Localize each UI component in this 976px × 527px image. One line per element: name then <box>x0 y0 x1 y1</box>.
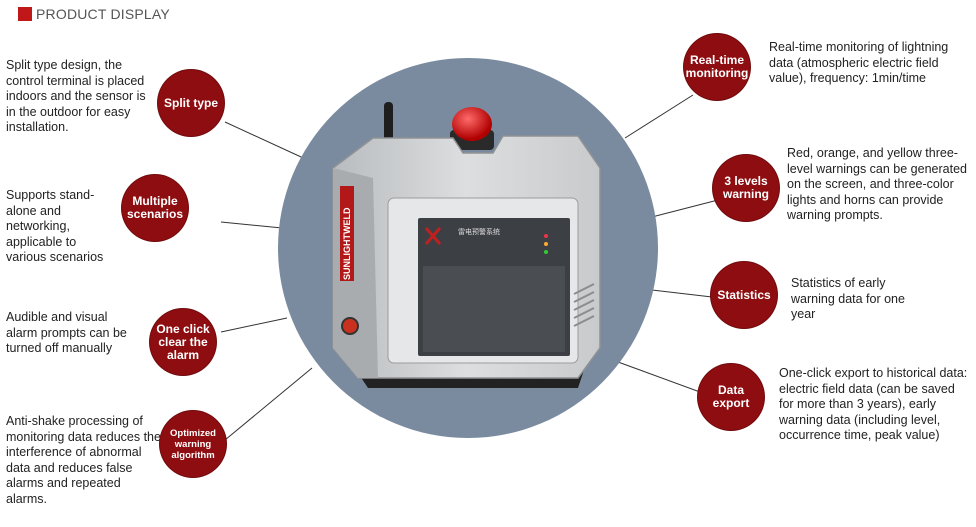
one-click-description: Audible and visual alarm prompts can be … <box>6 310 127 355</box>
data-export-badge: Data export <box>698 364 764 430</box>
real-time-label: Real-time monitoring <box>685 53 749 80</box>
one-click-badge: One click clear the alarm <box>150 309 216 375</box>
connector-data-export <box>617 361 701 393</box>
multiple-scenarios-label: Multiple scenarios <box>126 194 184 221</box>
device-brand: SUNLIGHTWELD <box>342 207 352 280</box>
section-title: PRODUCT DISPLAY <box>36 6 170 22</box>
statistics-badge: Statistics <box>711 262 777 328</box>
multiple-scenarios-description: Supports stand-alone and networking, app… <box>6 188 104 264</box>
header-marker <box>18 7 32 21</box>
warning-lamp <box>452 107 492 141</box>
three-levels-badge: 3 levels warning <box>713 155 779 221</box>
screen-title: 雷电预警系统 <box>458 227 500 236</box>
brand-stripe <box>340 186 354 281</box>
multiple-scenarios-badge: Multiple scenarios <box>122 175 188 241</box>
data-export-label: Data export <box>712 383 750 410</box>
three-levels-label: 3 levels warning <box>722 174 769 201</box>
product-image: SUNLIGHTWELD 雷电预警系统 <box>278 58 658 438</box>
split-type-badge: Split type <box>158 70 224 136</box>
one-click-label: One click clear the alarm <box>156 321 210 362</box>
data-export-description: One-click export to historical data: ele… <box>779 366 968 442</box>
connector-optimized <box>224 367 313 441</box>
statistics-description: Statistics of early warning data for one… <box>791 276 905 321</box>
split-type-description: Split type design, the control terminal … <box>6 58 146 134</box>
connector-statistics <box>651 289 713 298</box>
antenna <box>384 102 393 144</box>
three-levels-description: Red, orange, and yellow three-level warn… <box>787 146 967 222</box>
alarm-clear-button <box>341 317 359 335</box>
connector-one-click <box>220 317 288 333</box>
connector-three-levels <box>647 199 719 219</box>
split-type-label: Split type <box>163 95 218 110</box>
real-time-badge: Real-time monitoring <box>684 34 750 100</box>
statistics-label: Statistics <box>717 287 771 302</box>
optimized-badge: Optimized warning algorithm <box>160 411 226 477</box>
connector-multiple-scenarios <box>220 221 283 229</box>
optimized-description: Anti-shake processing of monitoring data… <box>6 414 161 506</box>
connector-real-time <box>624 94 694 139</box>
real-time-description: Real-time monitoring of lightning data (… <box>769 40 949 85</box>
optimized-label: Optimized warning algorithm <box>170 427 216 461</box>
section-header: PRODUCT DISPLAY <box>18 6 170 22</box>
